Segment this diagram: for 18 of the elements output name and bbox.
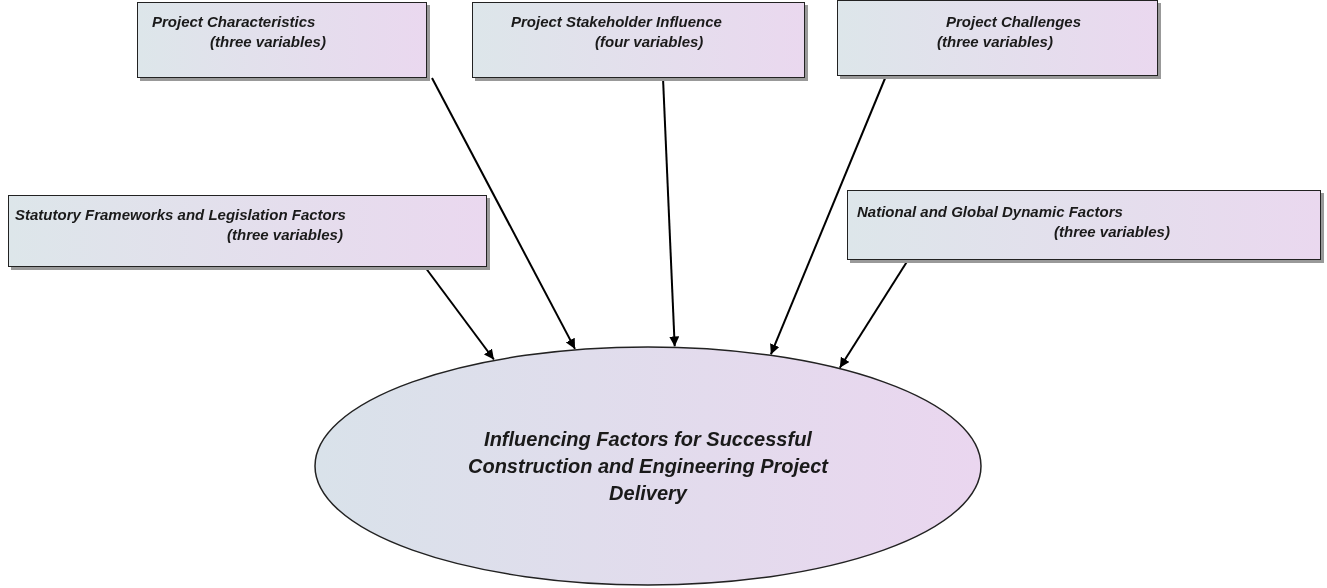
box-heading: Statutory Frameworks and Legislation Factors [15,206,346,223]
box-subtext: (three variables) [210,33,326,50]
box-heading: Project Challenges [946,13,1082,30]
box-heading: National and Global Dynamic Factors [857,203,1123,220]
ellipse-node [314,346,982,586]
box-heading: Project Stakeholder Influence [511,13,722,30]
box-heading: Project Characteristics [152,13,316,30]
node-title: Influencing Factors for Successful Construction and Engineering Project Delivery [467,426,830,506]
arrow [431,77,576,350]
box-subtext: (four variables) [595,33,704,50]
factor-box [847,190,1321,260]
factor-box [837,0,1158,76]
box-subtext: (three variables) [1054,223,1170,240]
factor-box [8,195,487,267]
box-subtext: (three variables) [937,33,1053,50]
factor-box [472,2,805,78]
factor-box [137,2,427,78]
box-subtext: (three variables) [227,226,343,243]
